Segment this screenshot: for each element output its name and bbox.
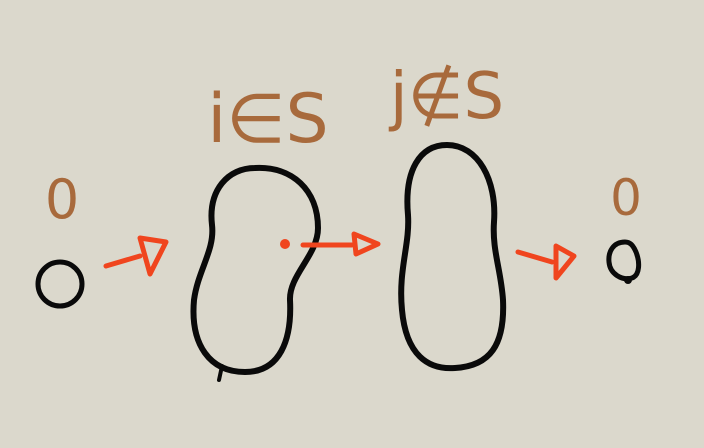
set-s-blob bbox=[190, 164, 321, 375]
set-not-s-blob bbox=[398, 142, 507, 372]
set-in-label: i∈S bbox=[207, 80, 328, 159]
set-s-blob-tail bbox=[217, 364, 224, 382]
source-node bbox=[35, 259, 85, 309]
arrow-i-to-j bbox=[300, 231, 381, 257]
arrow-source-to-s bbox=[103, 235, 169, 277]
arrow-j-to-target bbox=[515, 243, 577, 281]
set-not-in-label: j∉S bbox=[388, 60, 504, 134]
source-value-label: 0 bbox=[45, 168, 79, 231]
target-node-dot bbox=[624, 276, 632, 284]
target-node bbox=[606, 239, 642, 282]
target-value-label: 0 bbox=[610, 169, 642, 227]
point-i bbox=[280, 239, 290, 249]
